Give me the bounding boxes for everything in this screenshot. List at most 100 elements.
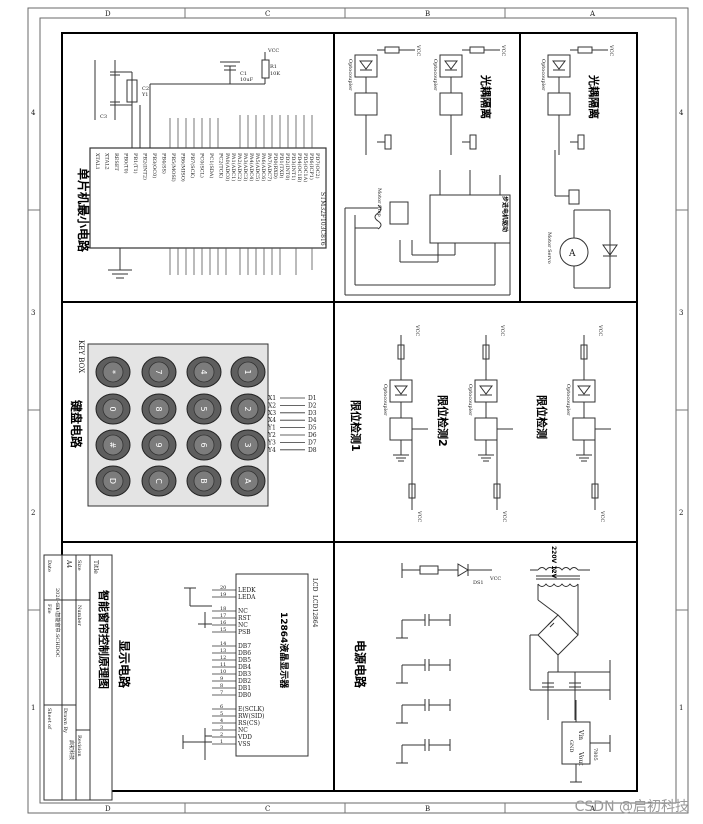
isolation-title-1: 光耦隔离 bbox=[479, 74, 493, 119]
keypad-key-label: # bbox=[108, 442, 117, 449]
keypad-pin: X4 bbox=[268, 417, 276, 424]
opto-mid-group: OptocouplerVCCVCCOptocouplerVCCVCCOptoco… bbox=[382, 324, 611, 522]
mcu-pin-label: PC2(TCK) bbox=[218, 153, 225, 178]
keypad-key[interactable]: B bbox=[186, 465, 222, 497]
mcu-pin-label: PB2(INT2) bbox=[142, 153, 149, 180]
vcc-label: VCC bbox=[599, 510, 605, 522]
lcd-pin-number: 6 bbox=[220, 704, 223, 710]
keypad-key[interactable]: 3 bbox=[230, 429, 266, 461]
svg-text:10K: 10K bbox=[270, 71, 280, 77]
opto-wiring bbox=[576, 335, 611, 510]
position-title-1: 限位检测1 bbox=[349, 400, 363, 452]
lcd-pin-name: NC bbox=[238, 608, 248, 615]
title-label: Title bbox=[92, 560, 99, 574]
drawn-value: 启初科技 bbox=[68, 740, 75, 760]
lcd-module bbox=[235, 573, 309, 757]
lcd-pin-number: 9 bbox=[220, 676, 223, 682]
keypad-key-label: C bbox=[154, 478, 163, 484]
opto-wiring bbox=[393, 335, 428, 510]
svg-text:Y1: Y1 bbox=[141, 92, 148, 98]
mcu-pin-label: PB5(MOSI) bbox=[170, 153, 177, 182]
lcd-pin-name: DB6 bbox=[238, 650, 251, 657]
stepper-driver-label: 步进电机驱动 bbox=[501, 196, 509, 232]
keypad-key[interactable]: D bbox=[95, 465, 131, 497]
svg-text:D: D bbox=[105, 805, 111, 813]
keypad-net: D1 bbox=[308, 395, 317, 402]
lcd-part: LCD12864 bbox=[311, 595, 318, 628]
mcu-pin-label: PC1(SDA) bbox=[208, 153, 215, 178]
keypad-pin: X3 bbox=[268, 410, 276, 417]
position-title-2: 限位检测2 bbox=[436, 395, 450, 447]
keypad-key[interactable]: 8 bbox=[141, 393, 177, 425]
lcd-pin-number: 13 bbox=[220, 648, 226, 654]
stepper-motor-label: Motor Step bbox=[376, 188, 382, 217]
lcd-name: 12864液晶显示器 bbox=[278, 612, 290, 689]
svg-text:D: D bbox=[105, 10, 111, 18]
keypad-key[interactable]: 0 bbox=[95, 393, 131, 425]
position-section: OptocouplerVCCVCCOptocouplerVCCVCCOptoco… bbox=[349, 324, 611, 522]
keypad-net: D2 bbox=[308, 402, 317, 409]
lcd-pin-name: VSS bbox=[237, 741, 250, 748]
keypad-key[interactable]: 2 bbox=[230, 393, 266, 425]
file-value: D:\智能窗帘.SCHDOC bbox=[54, 605, 61, 658]
power-capacitors bbox=[396, 614, 451, 764]
vcc-label: VCC bbox=[608, 44, 614, 56]
lcd-pin-number: 10 bbox=[220, 669, 226, 675]
title-block: Title 智能窗帘控制原理图 Size A4 Number Revision … bbox=[43, 554, 113, 801]
section-frames bbox=[61, 32, 638, 792]
mcu-pin-label: PB6(MISO) bbox=[180, 153, 187, 182]
svg-text:A: A bbox=[589, 805, 596, 813]
keypad-key[interactable]: 9 bbox=[141, 429, 177, 461]
keypad-pin: Y3 bbox=[267, 439, 276, 446]
vcc-label: VCC bbox=[597, 324, 603, 336]
vcc-label: VCC bbox=[501, 510, 507, 522]
svg-text:C2: C2 bbox=[142, 86, 149, 92]
lcd-pin-number: 5 bbox=[220, 711, 223, 717]
date-label: Date bbox=[46, 560, 52, 572]
mcu-pin-label: RESET bbox=[113, 153, 119, 171]
keypad-key[interactable]: # bbox=[95, 429, 131, 461]
regulator-gnd: GND bbox=[568, 740, 574, 752]
optocoupler bbox=[439, 54, 463, 116]
opto-label: Optocoupler bbox=[432, 59, 438, 91]
mcu-pin-label: PB3(OC0) bbox=[151, 153, 158, 178]
keypad-key[interactable]: C bbox=[141, 465, 177, 497]
keypad-key[interactable]: 5 bbox=[186, 393, 222, 425]
led-vcc-label: VCC bbox=[489, 576, 501, 582]
lcd-pin-number: 19 bbox=[220, 592, 226, 598]
led-label: DS1 bbox=[473, 580, 484, 586]
mcu-pin-label: PA2(ADC2) bbox=[236, 153, 243, 181]
opto-wiring bbox=[558, 46, 608, 155]
mcu-section-title: 单片机最小电路 bbox=[76, 168, 91, 253]
mcu-pin-label: PA1(ADC1) bbox=[230, 153, 237, 181]
keypad-key[interactable]: * bbox=[95, 356, 131, 388]
vcc-label: VCC bbox=[500, 44, 506, 56]
lcd-pin-number: 18 bbox=[220, 606, 226, 612]
svg-text:3: 3 bbox=[31, 309, 35, 317]
opto-top-group: OptocouplerVCCOptocouplerVCCOptocouplerV… bbox=[347, 44, 614, 155]
lcd-pin-number: 8 bbox=[220, 683, 223, 689]
keypad-pin: Y1 bbox=[267, 425, 276, 432]
stepper-driver-chip bbox=[429, 194, 511, 244]
keypad-key[interactable]: 6 bbox=[186, 429, 222, 461]
keypad-key[interactable]: A bbox=[230, 465, 266, 497]
svg-text:2: 2 bbox=[31, 509, 35, 517]
mcu-pin-label: PB4(SS) bbox=[161, 153, 168, 174]
lcd-pin-name: DB0 bbox=[238, 692, 251, 699]
keypad-key[interactable]: 4 bbox=[186, 356, 222, 388]
keypad-key-label: 9 bbox=[154, 442, 163, 447]
opto-label: Optocoupler bbox=[540, 59, 546, 91]
lcd-pin-name: DB2 bbox=[238, 678, 251, 685]
keyboard-title: 键盘电路 bbox=[69, 399, 84, 449]
transformer-label: 220V 12V bbox=[550, 546, 557, 579]
regulator-7805 bbox=[561, 721, 591, 765]
vcc-label: VCC bbox=[414, 324, 420, 336]
svg-text:VCC: VCC bbox=[267, 48, 279, 54]
mcu-pin-label: PD2(INT0) bbox=[284, 153, 291, 180]
keypad-key[interactable]: 1 bbox=[230, 356, 266, 388]
keypad-key[interactable]: 7 bbox=[141, 356, 177, 388]
keypad-key-label: 8 bbox=[154, 406, 163, 411]
